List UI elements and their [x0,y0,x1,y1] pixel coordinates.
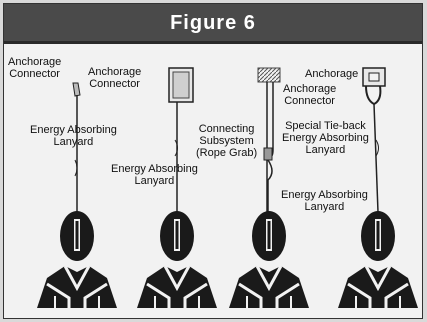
scene-4 [336,67,420,310]
scene-1 [35,82,119,310]
label-anchorage: Anchorage [305,68,359,80]
figure-title: Figure 6 [170,12,256,34]
figure-frame: Figure 6 [3,3,423,319]
scene-2 [135,67,219,310]
scene-3 [227,67,311,310]
title-bar: Figure 6 [4,4,422,44]
